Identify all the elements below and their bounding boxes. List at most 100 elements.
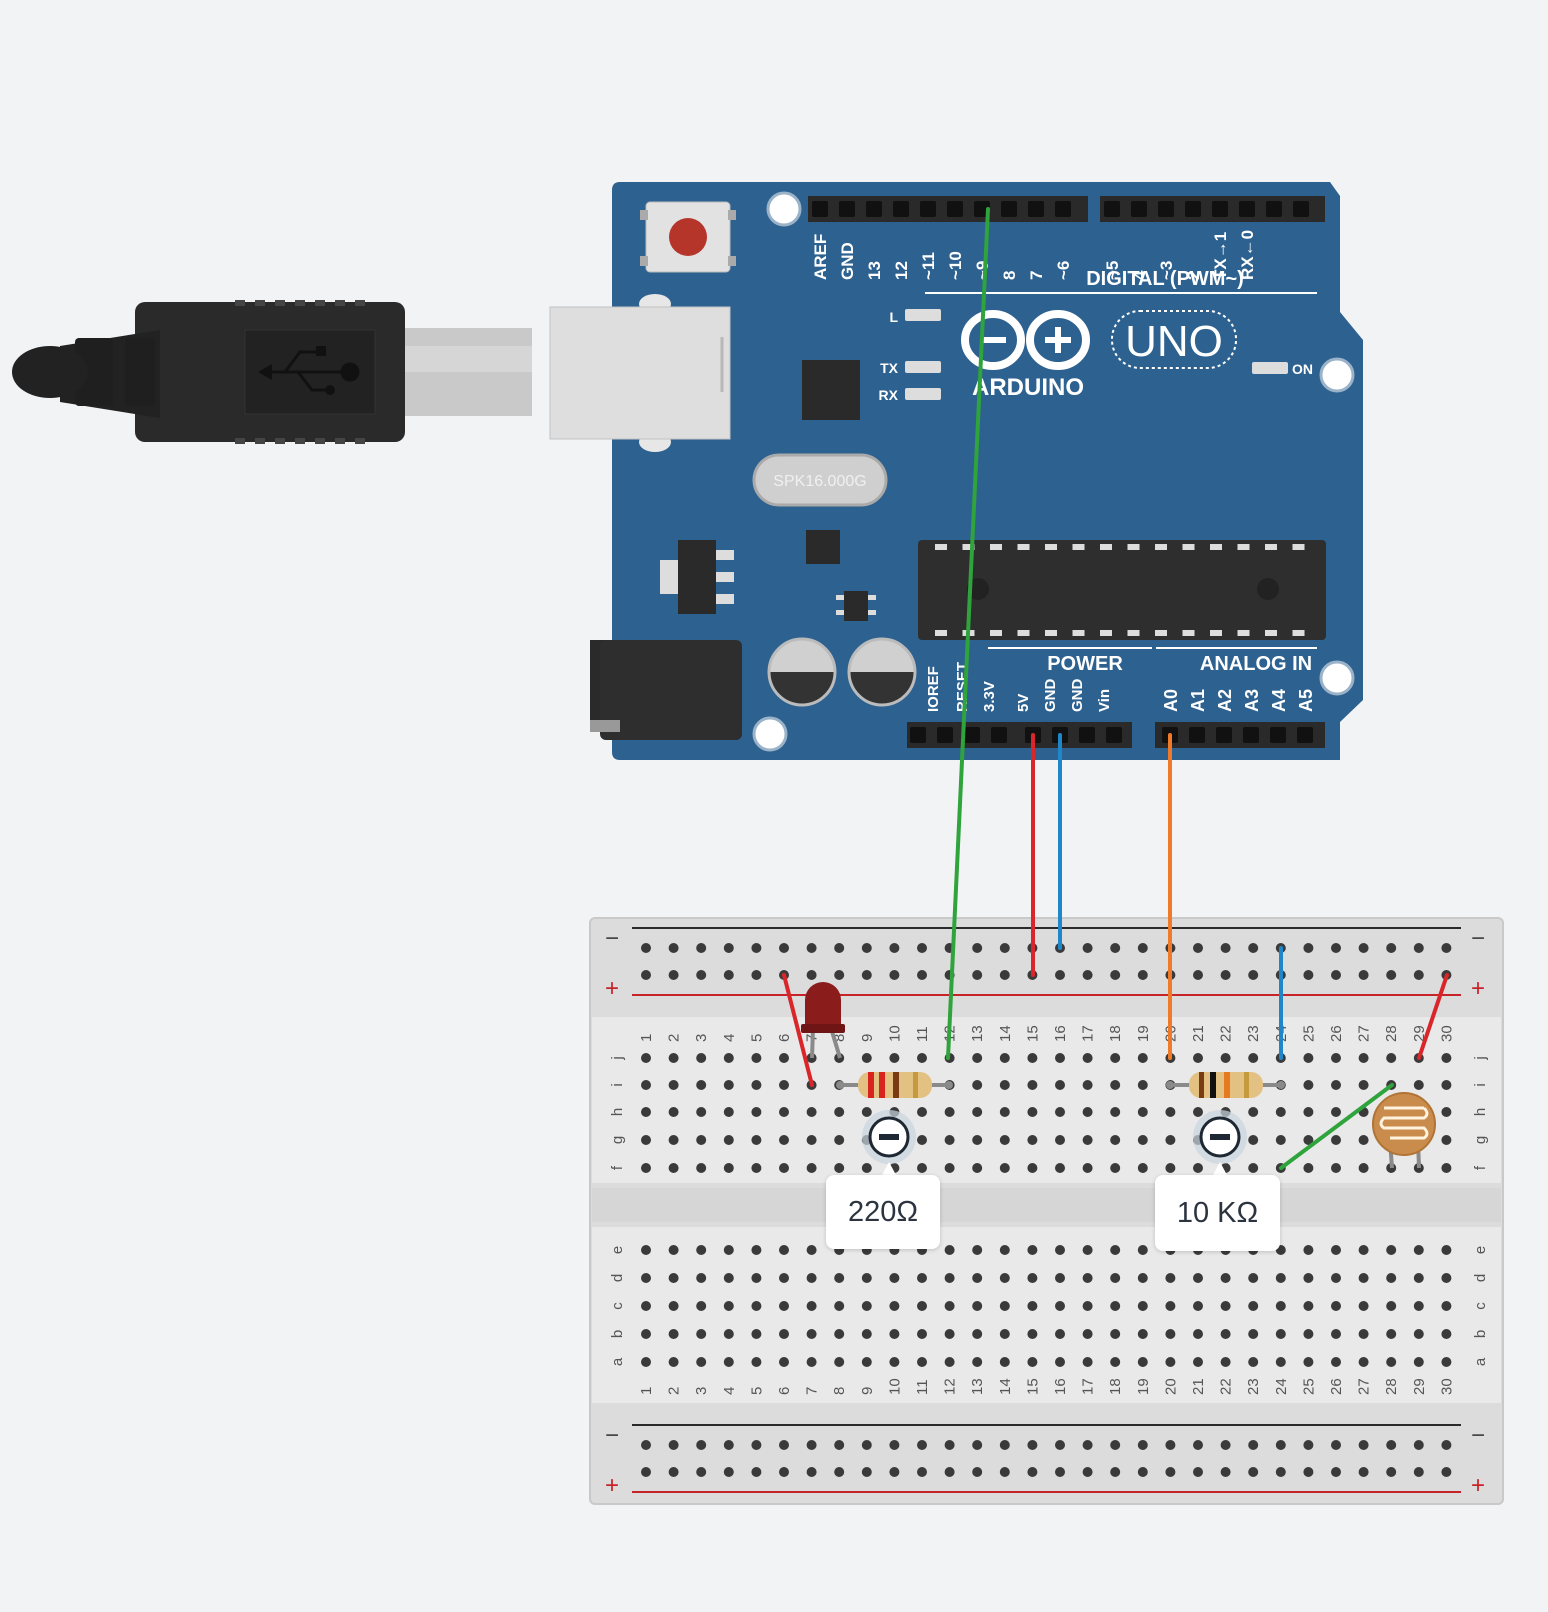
breadboard-hole[interactable] xyxy=(1220,1357,1231,1367)
breadboard-hole[interactable] xyxy=(1110,1135,1121,1145)
rail-hole[interactable] xyxy=(1303,1467,1314,1477)
rail-hole[interactable] xyxy=(1386,1467,1397,1477)
photoresistor[interactable] xyxy=(1372,1092,1436,1169)
breadboard-hole[interactable] xyxy=(1220,1329,1231,1339)
breadboard-hole[interactable] xyxy=(641,1273,651,1283)
breadboard-hole[interactable] xyxy=(696,1273,707,1283)
breadboard-hole[interactable] xyxy=(1303,1107,1314,1117)
header-socket[interactable] xyxy=(1079,727,1095,743)
rail-hole[interactable] xyxy=(889,1467,900,1477)
breadboard-hole[interactable] xyxy=(1358,1080,1369,1090)
breadboard-hole[interactable] xyxy=(1413,1357,1424,1367)
rail-hole[interactable] xyxy=(1193,1440,1203,1450)
breadboard-hole[interactable] xyxy=(1137,1053,1148,1063)
rail-hole[interactable] xyxy=(1413,970,1424,980)
header-socket[interactable] xyxy=(1104,201,1120,217)
rail-hole[interactable] xyxy=(1358,943,1369,953)
breadboard-hole[interactable] xyxy=(1110,1245,1121,1255)
breadboard-hole[interactable] xyxy=(1193,1107,1203,1117)
breadboard-hole[interactable] xyxy=(1082,1135,1093,1145)
wires[interactable] xyxy=(782,207,1449,1170)
breadboard-hole[interactable] xyxy=(1441,1273,1452,1283)
rail-hole[interactable] xyxy=(641,1467,651,1477)
rail-hole[interactable] xyxy=(944,1467,955,1477)
rail-hole[interactable] xyxy=(1331,1440,1341,1450)
breadboard-hole[interactable] xyxy=(1110,1080,1121,1090)
breadboard-hole[interactable] xyxy=(751,1053,762,1063)
breadboard-hole[interactable] xyxy=(999,1135,1010,1145)
breadboard-hole[interactable] xyxy=(944,1273,955,1283)
resistor-220-ohm[interactable] xyxy=(836,1072,953,1098)
rail-hole[interactable] xyxy=(1137,1467,1148,1477)
header-socket[interactable] xyxy=(893,201,909,217)
breadboard-hole[interactable] xyxy=(1027,1135,1038,1145)
breadboard-hole[interactable] xyxy=(917,1135,927,1145)
breadboard-hole[interactable] xyxy=(1386,1245,1397,1255)
breadboard-hole[interactable] xyxy=(1082,1163,1093,1173)
breadboard-hole[interactable] xyxy=(779,1163,789,1173)
breadboard-hole[interactable] xyxy=(972,1329,983,1339)
breadboard-hole[interactable] xyxy=(972,1135,983,1145)
header-socket[interactable] xyxy=(1131,201,1147,217)
rail-hole[interactable] xyxy=(1248,1440,1259,1450)
breadboard-hole[interactable] xyxy=(1193,1329,1203,1339)
header-socket[interactable] xyxy=(1189,727,1205,743)
rail-hole[interactable] xyxy=(1137,1440,1148,1450)
rail-hole[interactable] xyxy=(1137,943,1148,953)
rail-hole[interactable] xyxy=(1303,943,1314,953)
breadboard-hole[interactable] xyxy=(1441,1053,1452,1063)
breadboard-hole[interactable] xyxy=(1027,1053,1038,1063)
rail-hole[interactable] xyxy=(861,970,872,980)
breadboard-hole[interactable] xyxy=(1413,1301,1424,1311)
header-socket[interactable] xyxy=(1185,201,1201,217)
rail-hole[interactable] xyxy=(972,1467,983,1477)
rail-hole[interactable] xyxy=(668,1467,679,1477)
breadboard-hole[interactable] xyxy=(668,1053,679,1063)
breadboard-hole[interactable] xyxy=(1248,1301,1259,1311)
rail-hole[interactable] xyxy=(944,1440,955,1450)
breadboard-hole[interactable] xyxy=(1413,1080,1424,1090)
rail-hole[interactable] xyxy=(668,970,679,980)
breadboard-hole[interactable] xyxy=(1275,1301,1286,1311)
rail-hole[interactable] xyxy=(1441,1467,1452,1477)
rail-hole[interactable] xyxy=(1220,943,1231,953)
breadboard[interactable]: − − + + − − + + 112233445566778899101011… xyxy=(589,917,1504,1505)
breadboard-hole[interactable] xyxy=(1331,1329,1341,1339)
breadboard-hole[interactable] xyxy=(723,1301,734,1311)
header-socket[interactable] xyxy=(1158,201,1174,217)
rail-hole[interactable] xyxy=(861,1440,872,1450)
breadboard-hole[interactable] xyxy=(1413,1245,1424,1255)
breadboard-hole[interactable] xyxy=(917,1301,927,1311)
breadboard-hole[interactable] xyxy=(1165,1273,1176,1283)
breadboard-hole[interactable] xyxy=(834,1163,845,1173)
breadboard-hole[interactable] xyxy=(806,1301,817,1311)
breadboard-hole[interactable] xyxy=(751,1245,762,1255)
breadboard-hole[interactable] xyxy=(889,1053,900,1063)
breadboard-hole[interactable] xyxy=(834,1357,845,1367)
breadboard-hole[interactable] xyxy=(806,1163,817,1173)
breadboard-hole[interactable] xyxy=(1275,1135,1286,1145)
rail-hole[interactable] xyxy=(1386,970,1397,980)
rail-hole[interactable] xyxy=(1220,1467,1231,1477)
rail-hole[interactable] xyxy=(641,1440,651,1450)
breadboard-hole[interactable] xyxy=(696,1301,707,1311)
breadboard-hole[interactable] xyxy=(668,1329,679,1339)
rail-hole[interactable] xyxy=(696,1467,707,1477)
breadboard-hole[interactable] xyxy=(1055,1163,1065,1173)
rail-hole[interactable] xyxy=(861,1467,872,1477)
rail-hole[interactable] xyxy=(696,1440,707,1450)
breadboard-hole[interactable] xyxy=(1331,1357,1341,1367)
breadboard-hole[interactable] xyxy=(1027,1107,1038,1117)
breadboard-hole[interactable] xyxy=(944,1163,955,1173)
breadboard-hole[interactable] xyxy=(668,1273,679,1283)
breadboard-hole[interactable] xyxy=(696,1080,707,1090)
rail-hole[interactable] xyxy=(1137,970,1148,980)
breadboard-hole[interactable] xyxy=(641,1080,651,1090)
breadboard-hole[interactable] xyxy=(1027,1080,1038,1090)
breadboard-hole[interactable] xyxy=(1193,1163,1203,1173)
breadboard-hole[interactable] xyxy=(834,1107,845,1117)
rail-hole[interactable] xyxy=(723,1467,734,1477)
breadboard-hole[interactable] xyxy=(1303,1080,1314,1090)
header-socket[interactable] xyxy=(812,201,828,217)
rail-hole[interactable] xyxy=(696,943,707,953)
